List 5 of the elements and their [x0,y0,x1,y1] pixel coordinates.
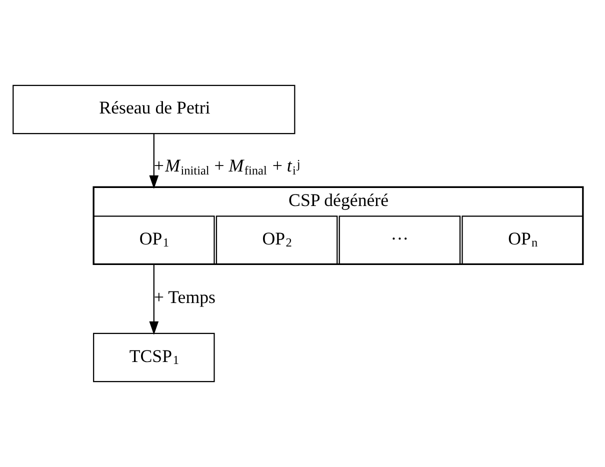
edge-label: + Temps [154,287,216,308]
arrow [149,264,159,335]
node-box: ··· [338,216,461,265]
node-box: Réseau de Petri [12,84,296,134]
arrow [149,134,159,189]
